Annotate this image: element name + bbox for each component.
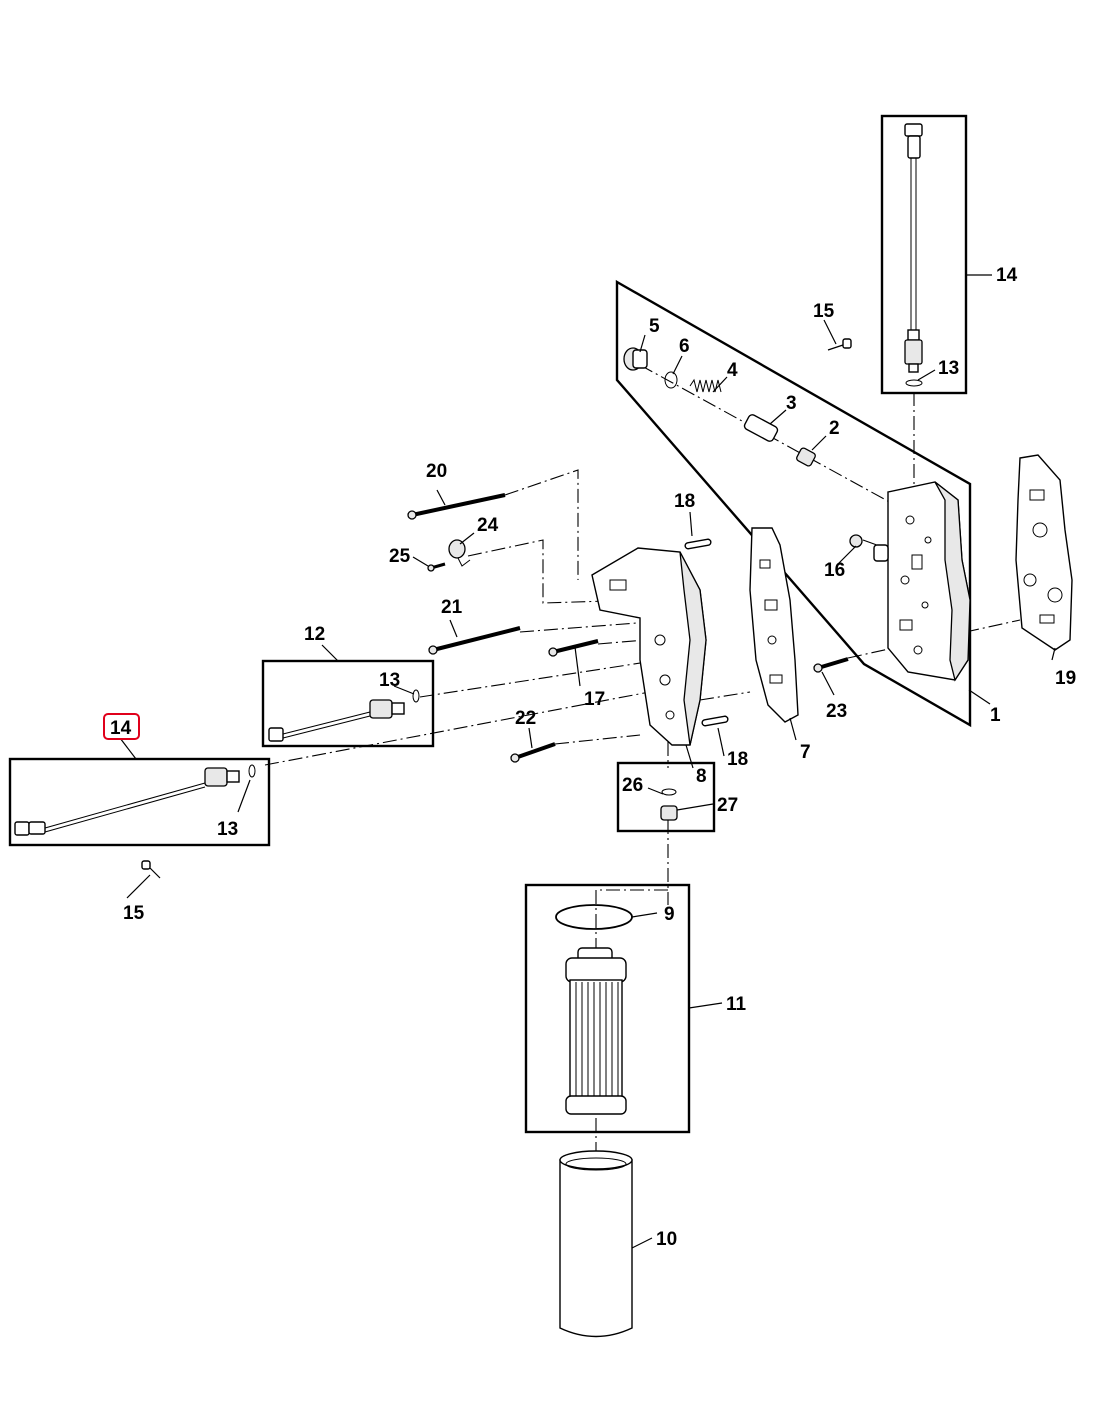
callout-6[interactable]: 6: [679, 336, 690, 357]
callout-13-left[interactable]: 13: [217, 819, 238, 840]
callout-21[interactable]: 21: [441, 597, 463, 618]
valve-body-1: [873, 481, 971, 682]
bolts: [407, 493, 849, 763]
group-box-27: [616, 761, 716, 833]
callout-18-top[interactable]: 18: [674, 491, 695, 512]
filter-element-11: [565, 947, 627, 1115]
sensor-harness-left: [14, 764, 256, 836]
separator-plate-19: [1015, 454, 1073, 651]
callout-labels: 1 2 3 4 5 6 7 8 9 10 11 12 13 13 13 14 1…: [110, 265, 1076, 1250]
callout-5[interactable]: 5: [649, 316, 660, 337]
housing-8: [591, 547, 707, 746]
callout-8[interactable]: 8: [696, 766, 707, 787]
assembly-lines: [264, 364, 1021, 1170]
callout-14-selected[interactable]: 14: [110, 718, 132, 739]
plug-16: [849, 534, 863, 548]
clip-24: [448, 539, 471, 567]
sensor-12: [268, 689, 420, 742]
callout-12[interactable]: 12: [304, 624, 325, 645]
callout-4[interactable]: 4: [727, 360, 738, 381]
callout-14-top[interactable]: 14: [996, 265, 1018, 286]
filter-housing-10: [559, 1150, 633, 1338]
callout-18-bottom[interactable]: 18: [727, 749, 748, 770]
dowel-pins-18: [684, 538, 729, 727]
callout-2[interactable]: 2: [829, 418, 840, 439]
callout-17[interactable]: 17: [584, 689, 605, 710]
group-box-14-left: [8, 757, 271, 847]
callout-16[interactable]: 16: [824, 560, 845, 581]
check-valve-26-27: [660, 788, 678, 821]
callout-11[interactable]: 11: [726, 994, 747, 1015]
pin-15-bottom: [141, 860, 161, 879]
callout-27[interactable]: 27: [717, 795, 738, 816]
selected-callout-highlight: [103, 713, 140, 740]
callout-22[interactable]: 22: [515, 708, 536, 729]
callout-19[interactable]: 19: [1055, 668, 1076, 689]
callout-15-bottom[interactable]: 15: [123, 903, 145, 924]
sensor-harness-top: [904, 123, 923, 387]
callout-3[interactable]: 3: [786, 393, 797, 414]
group-box-1: [615, 279, 972, 728]
callout-9[interactable]: 9: [664, 904, 675, 925]
pin-15-top: [827, 338, 852, 351]
callout-7[interactable]: 7: [800, 742, 811, 763]
callout-10[interactable]: 10: [656, 1229, 677, 1250]
group-box-12: [261, 659, 435, 748]
callout-20[interactable]: 20: [426, 461, 447, 482]
callout-24[interactable]: 24: [477, 515, 499, 536]
group-box-14-top: [880, 114, 968, 395]
callout-1[interactable]: 1: [990, 705, 1001, 726]
group-box-11: [524, 883, 691, 1134]
leader-lines: [119, 274, 1056, 1249]
callout-25[interactable]: 25: [389, 546, 411, 567]
callout-26[interactable]: 26: [622, 775, 643, 796]
callout-15-top[interactable]: 15: [813, 301, 835, 322]
callout-23[interactable]: 23: [826, 701, 847, 722]
o-ring-9: [555, 904, 633, 930]
callout-13-box12[interactable]: 13: [379, 670, 400, 691]
gasket-7: [749, 527, 799, 723]
callout-13-top[interactable]: 13: [938, 358, 959, 379]
